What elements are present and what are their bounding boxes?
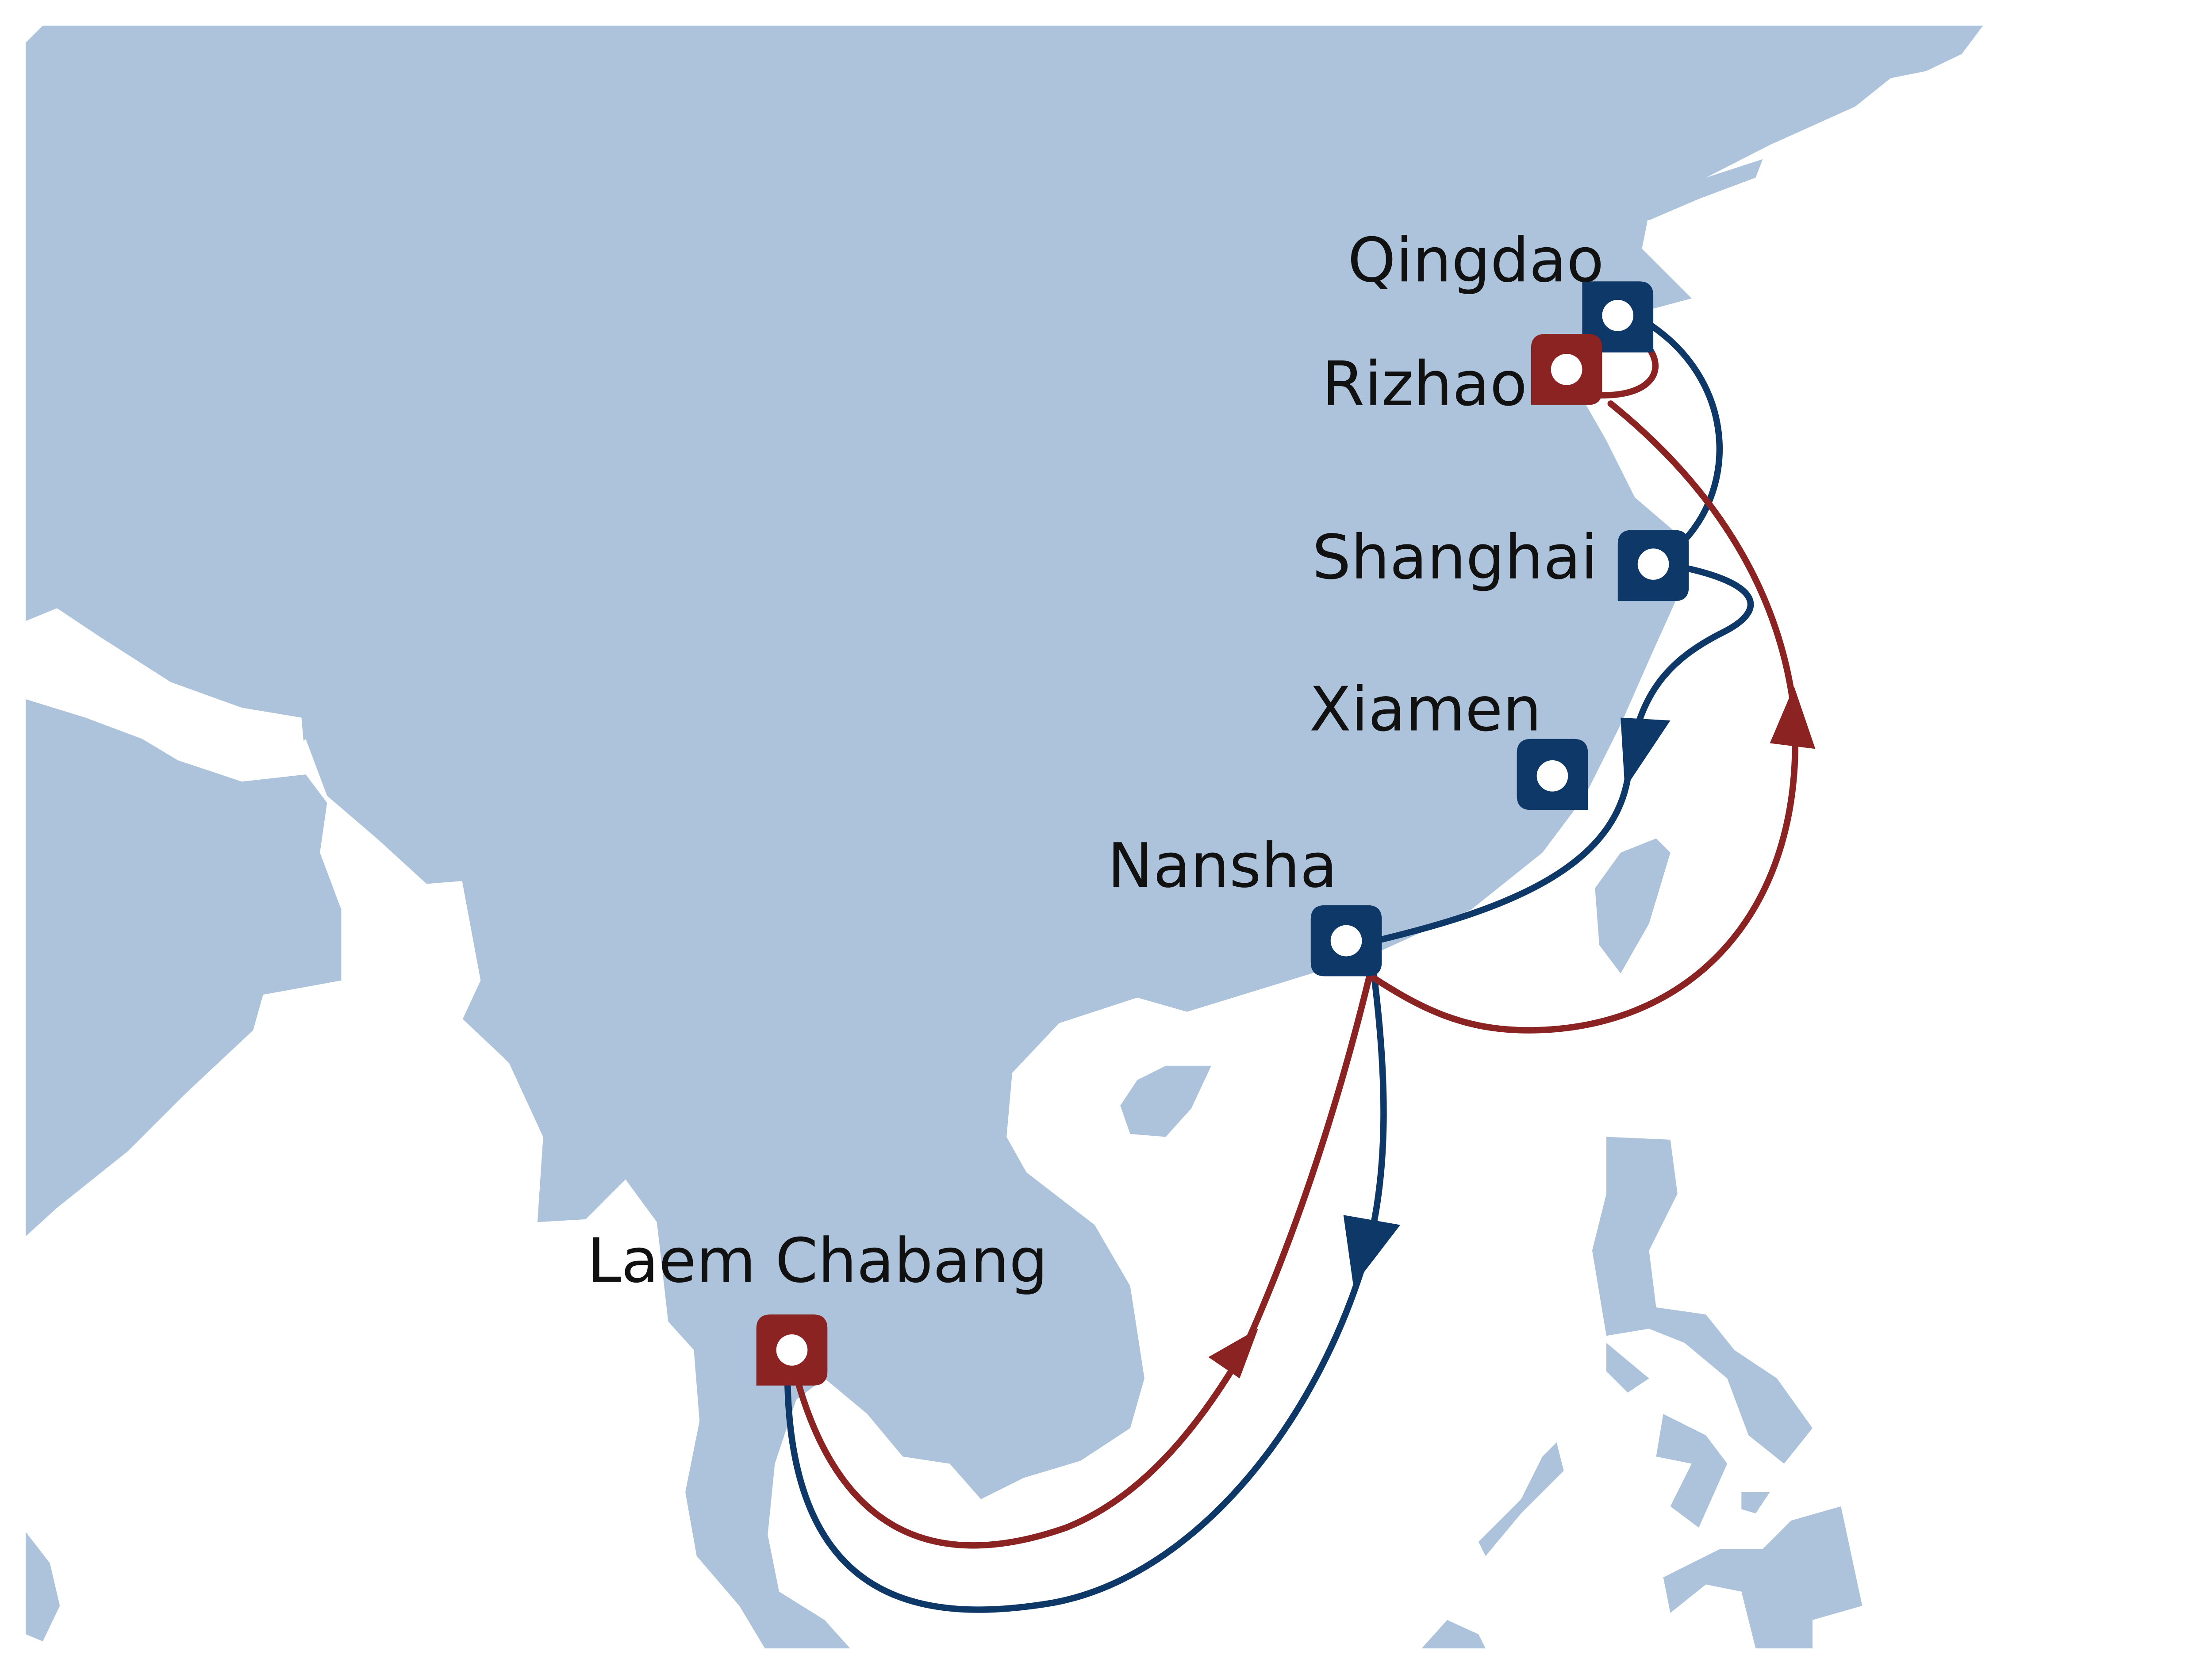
port-marker-xiamen[interactable] [1517,739,1588,810]
port-marker-rizhao[interactable] [1531,334,1602,405]
route-qingdao-shanghai [1646,321,1723,544]
port-label-nansha: Nansha [1107,830,1337,901]
port-marker-shanghai[interactable] [1617,530,1689,601]
port-marker-laem-chabang[interactable] [756,1314,828,1386]
port-marker-qingdao[interactable] [1582,281,1654,352]
philippines-luzon [1592,1137,1813,1464]
port-marker-nansha[interactable] [1310,905,1382,977]
taiwan [1595,838,1671,973]
port-markers [756,281,1689,1386]
arrow-icon [1621,717,1671,789]
port-label-xiamen: Xiamen [1310,674,1542,745]
sumatra [26,1532,60,1642]
red-route [795,345,1816,1549]
route-nansha-laem-chabang [784,966,1387,1613]
port-label-laem-chabang: Laem Chabang [587,1225,1048,1296]
korea-japan [1635,159,1763,221]
mainland-asia [26,25,1983,1649]
india-peninsula [26,699,342,1237]
port-label-shanghai: Shanghai [1312,522,1598,593]
port-label-rizhao: Rizhao [1322,349,1527,420]
arrow-icon [1343,1215,1401,1286]
arabian-gulf-strip [26,608,306,782]
route-nansha-rizhao [1370,400,1799,1034]
bay-of-bengal [26,803,765,1649]
borneo [1421,1620,1486,1649]
palawan [1478,1442,1564,1556]
port-label-qingdao: Qingdao [1348,225,1604,296]
philippines-south [1606,1343,1863,1649]
route-shanghai-nansha [1373,565,1754,944]
port-labels: Qingdao Rizhao Shanghai Xiamen Nansha La… [587,225,1604,1296]
arrow-icon [1208,1329,1258,1379]
arrow-icon [1770,686,1816,749]
blue-route [784,321,1754,1613]
hainan [1120,1065,1211,1137]
route-rizhao-loop [1592,345,1659,398]
route-laem-chabang-nansha [795,969,1374,1549]
landmass [26,25,1983,1649]
